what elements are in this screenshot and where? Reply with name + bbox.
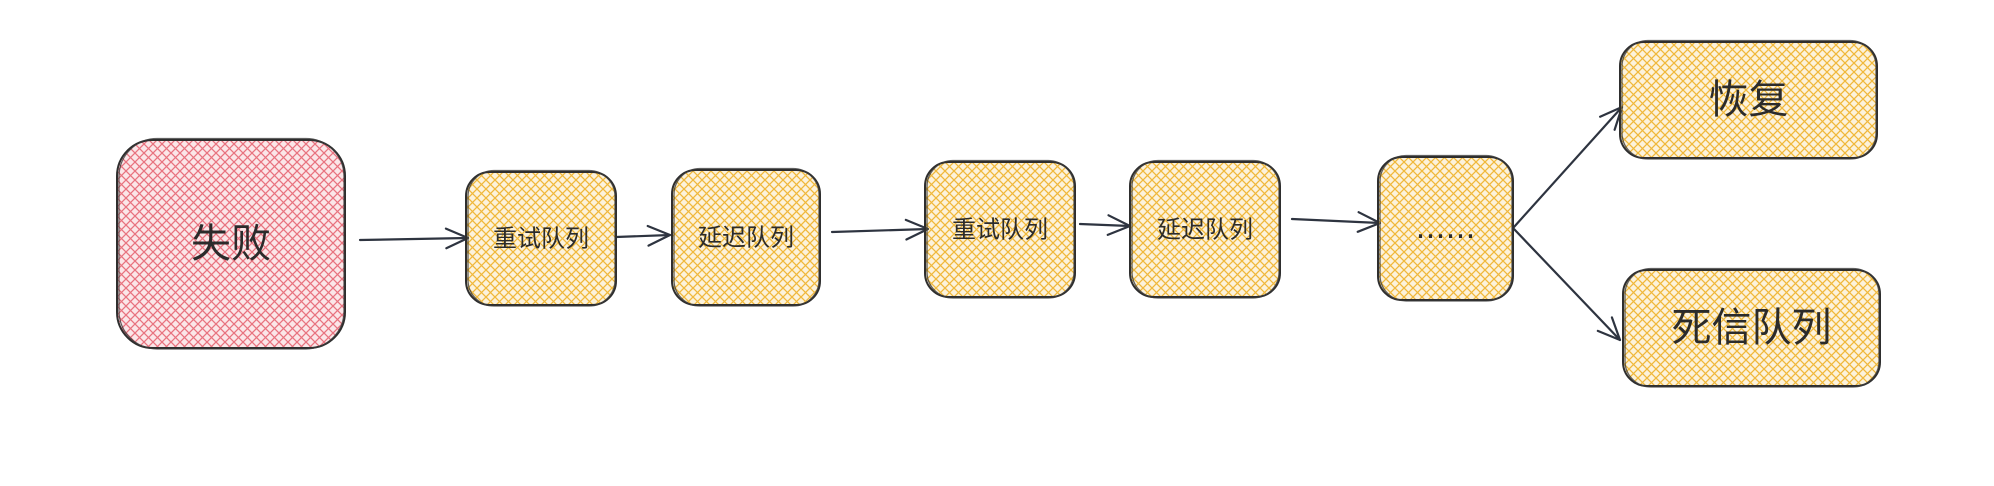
node-label-delay2: 延迟队列 <box>1157 216 1253 244</box>
edge-line <box>830 227 930 234</box>
node-outline <box>924 161 1076 298</box>
node-outline <box>1129 161 1281 298</box>
node-outline <box>1619 41 1878 159</box>
node-outline <box>465 171 617 306</box>
edge-fail-to-retry1 <box>358 227 470 250</box>
node-fill <box>1130 162 1280 297</box>
node-retry2: 重试队列 <box>924 159 1076 299</box>
node-label-delay1: 延迟队列 <box>698 224 794 252</box>
edge-line <box>1512 105 1624 229</box>
edge-more-to-dlq <box>1512 227 1622 342</box>
node-fill <box>672 170 820 305</box>
node-label-recover: 恢复 <box>1709 77 1789 123</box>
edge-line <box>1290 217 1382 225</box>
node-delay2: 延迟队列 <box>1129 159 1281 299</box>
node-label-more: …… <box>1416 211 1476 246</box>
node-recover: 恢复 <box>1619 39 1878 160</box>
edge-line <box>358 236 470 242</box>
arrowhead <box>1596 316 1622 342</box>
node-more: …… <box>1377 154 1514 302</box>
node-sketch-outline <box>1621 39 1877 160</box>
node-sketch-outline <box>118 137 345 350</box>
node-outline <box>116 139 346 349</box>
node-sketch-outline <box>1624 267 1880 388</box>
node-sketch-outline <box>467 169 616 307</box>
node-fill <box>925 162 1075 297</box>
node-sketch-outline <box>926 159 1075 299</box>
edge-retry1-to-delay1 <box>614 224 672 247</box>
node-fail: 失败 <box>116 137 346 350</box>
node-fill <box>1623 270 1880 386</box>
node-fill <box>117 140 345 348</box>
edge-delay1-to-retry2 <box>830 218 930 241</box>
node-outline <box>671 169 821 306</box>
node-delay1: 延迟队列 <box>671 167 821 307</box>
node-label-dlq: 死信队列 <box>1672 305 1832 351</box>
node-sketch-outline <box>673 167 820 307</box>
node-sketch-outline <box>1379 154 1513 302</box>
edge-retry2-to-delay2 <box>1078 214 1132 236</box>
node-label-fail: 失败 <box>191 221 271 267</box>
arrowhead <box>646 224 672 247</box>
edge-delay2-to-more <box>1290 211 1382 233</box>
node-outline <box>1622 269 1881 387</box>
node-label-retry2: 重试队列 <box>952 216 1048 244</box>
edge-more-to-recover <box>1512 105 1624 229</box>
node-outline <box>1377 156 1514 301</box>
node-dlq: 死信队列 <box>1622 267 1881 388</box>
node-retry1: 重试队列 <box>465 169 617 307</box>
node-sketch-outline <box>1131 159 1280 299</box>
edge-line <box>1512 227 1622 342</box>
edge-line <box>614 233 672 239</box>
node-fill <box>466 172 616 305</box>
edge-line <box>1078 222 1132 228</box>
node-fill <box>1378 157 1513 300</box>
node-label-retry1: 重试队列 <box>493 225 589 253</box>
node-fill <box>1620 42 1877 158</box>
